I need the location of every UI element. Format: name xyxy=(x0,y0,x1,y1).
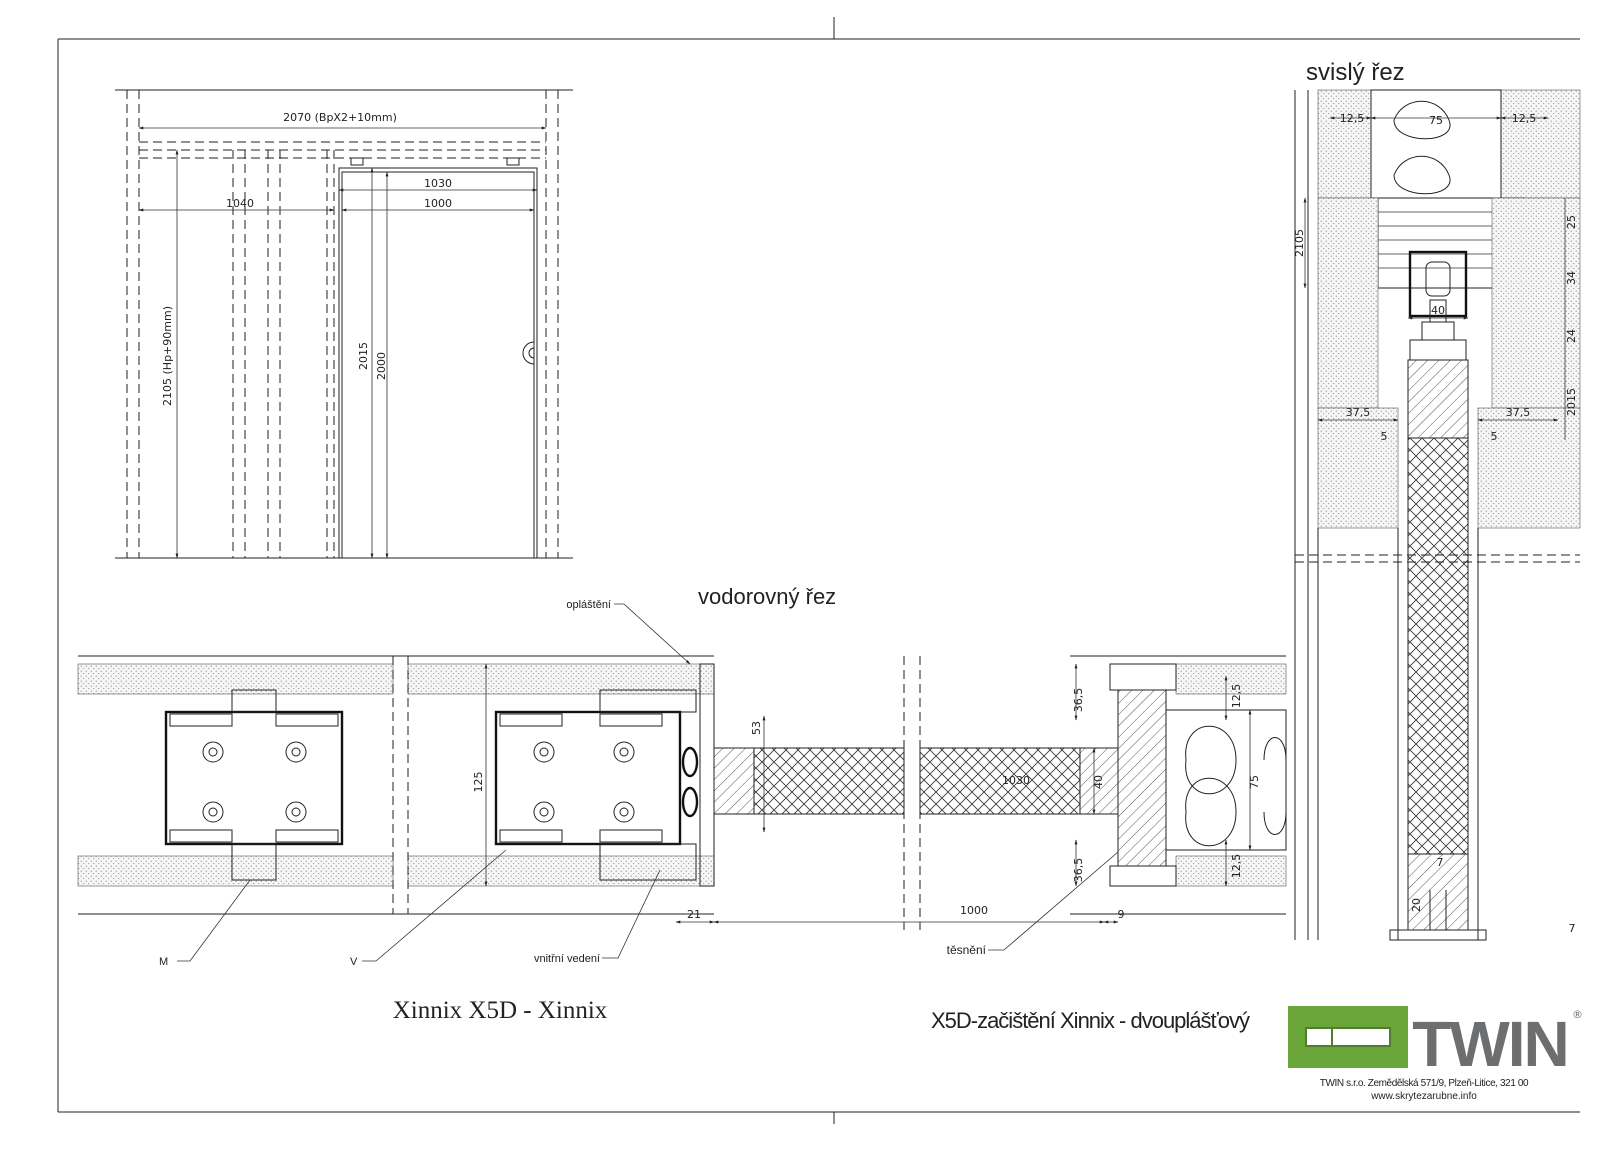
door-elevation xyxy=(115,89,573,559)
dim-v-bottom-7: 7 xyxy=(1569,922,1576,935)
title-horizontal-section: vodorovný řez xyxy=(698,584,836,609)
callout-inner-guide: vnitřní vedení xyxy=(534,953,600,965)
dim-opening-left: 1040 xyxy=(226,197,254,210)
sheet-title: X5D-začištění Xinnix - dvouplášťový xyxy=(931,1008,1250,1033)
dim-v-right-edge: 12,5 xyxy=(1512,112,1537,125)
dim-leaf-height-inner: 2000 xyxy=(375,352,388,380)
brand-name: TWIN xyxy=(1412,1008,1568,1080)
dim-v-2015: 2015 xyxy=(1565,388,1578,416)
dim-width-total: 2070 (BpX2+10mm) xyxy=(283,111,397,124)
callout-v: V xyxy=(350,956,358,968)
dim-h-left-gap: 21 xyxy=(687,908,701,921)
dim-v-core: 75 xyxy=(1429,114,1443,127)
dim-v-20: 20 xyxy=(1410,898,1423,912)
dim-leaf-height-outer: 2015 xyxy=(357,342,370,370)
twin-logo xyxy=(1288,1006,1408,1068)
dim-v-right-gap: 37,5 xyxy=(1506,406,1531,419)
horizontal-section xyxy=(77,603,1287,962)
dim-height-total: 2105 (Hp+90mm) xyxy=(161,306,174,406)
product-title: Xinnix X5D - Xinnix xyxy=(393,997,608,1024)
dim-v-left-gap: 37,5 xyxy=(1346,406,1371,419)
company-website: www.skrytezarubne.info xyxy=(1370,1091,1477,1102)
dim-v-total-height: 2105 xyxy=(1293,229,1306,257)
dim-h-wall: 125 xyxy=(472,772,485,793)
dim-h-upper: 36,5 xyxy=(1072,688,1085,713)
dim-leaf-width-outer: 1030 xyxy=(424,177,452,190)
callout-cladding: opláštění xyxy=(566,599,611,611)
dim-h-frame: 75 xyxy=(1248,775,1261,789)
dim-h-right-gap: 9 xyxy=(1118,908,1125,921)
callout-seal: těsnění xyxy=(947,943,987,957)
dim-h-leaf-offset: 53 xyxy=(750,721,763,735)
dim-h-r-upper: 12,5 xyxy=(1230,684,1243,709)
dim-h-leaf-len: 1030 xyxy=(1002,774,1030,787)
dim-h-passage: 1000 xyxy=(960,904,988,917)
dim-v-34: 34 xyxy=(1565,271,1578,285)
vertical-section xyxy=(1294,89,1581,941)
dim-h-lower: 36,5 xyxy=(1072,858,1085,883)
dim-v-24: 24 xyxy=(1565,329,1578,343)
dim-v-leaf: 40 xyxy=(1431,304,1445,317)
dim-h-leaf-thk: 40 xyxy=(1092,775,1105,789)
dim-v-25: 25 xyxy=(1565,215,1578,229)
registered-mark: ® xyxy=(1572,1008,1583,1021)
company-address: TWIN s.r.o. Zemědělská 571/9, Plzeň-Liti… xyxy=(1320,1078,1529,1089)
dim-v-5-right: 5 xyxy=(1491,430,1498,443)
dim-v-5-left: 5 xyxy=(1381,430,1388,443)
dim-leaf-width-inner: 1000 xyxy=(424,197,452,210)
dim-v-7: 7 xyxy=(1437,856,1444,869)
callout-m: M xyxy=(159,956,168,968)
title-vertical-section: svislý řez xyxy=(1306,59,1405,86)
dim-h-r-lower: 12,5 xyxy=(1230,854,1243,879)
sheet-frame xyxy=(57,17,1580,1124)
dim-v-left-edge: 12,5 xyxy=(1340,112,1365,125)
